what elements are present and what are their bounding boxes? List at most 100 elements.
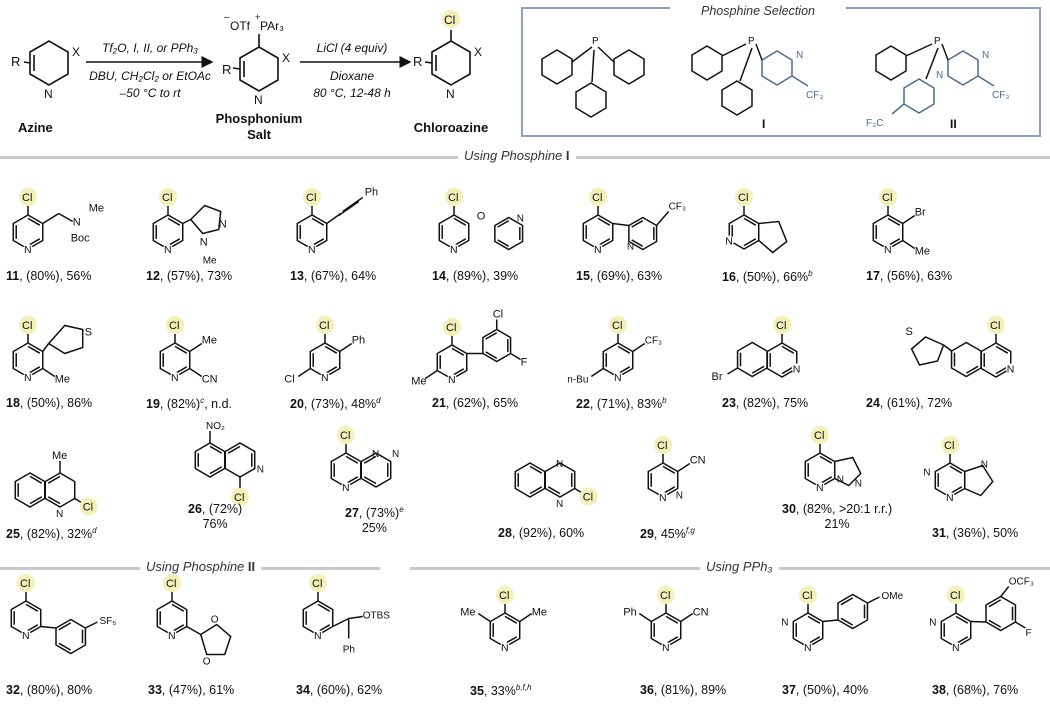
- compound-yield: , (72%): [201, 502, 243, 516]
- compound-yield-line2: 76%: [202, 517, 228, 531]
- compound-number: 23: [722, 396, 736, 410]
- compound-label-18: 18, (50%), 86%: [6, 396, 92, 410]
- svg-text:Cl: Cl: [22, 192, 32, 204]
- compound-yield: , (92%), 60%: [511, 526, 585, 540]
- svg-text:Cl: Cl: [284, 374, 294, 386]
- svg-text:Br: Br: [712, 371, 723, 383]
- compound-yield: , (50%), 40%: [795, 683, 869, 697]
- svg-text:Cl: Cl: [340, 430, 350, 442]
- svg-text:Cl: Cl: [20, 578, 30, 590]
- svg-text:N: N: [164, 244, 172, 256]
- compound-label-14: 14, (89%), 39%: [432, 269, 518, 283]
- svg-text:OCF₃: OCF₃: [1009, 577, 1034, 588]
- compound-yield: , (82%): [159, 397, 201, 412]
- compound-yield: , (56%), 63%: [879, 269, 953, 283]
- svg-text:P: P: [748, 36, 755, 47]
- compound-label-23: 23, (82%), 75%: [722, 396, 808, 410]
- compound-number: 32: [6, 683, 20, 697]
- compound-label-33: 33, (47%), 61%: [148, 683, 234, 697]
- compound-label-36: 36, (81%), 89%: [640, 683, 726, 697]
- svg-text:Ph: Ph: [623, 607, 636, 619]
- svg-text:N: N: [923, 468, 930, 479]
- compound-label-35: 35, 33%b,f,h: [470, 683, 531, 698]
- phosphonium-structure: R X N PAr₃ + OTf –: [222, 12, 290, 107]
- arrow1-top: Tf₂O, I, II, or PPh₃: [102, 41, 198, 55]
- compound-yield: , (80%), 56%: [19, 269, 92, 283]
- svg-text:N: N: [804, 642, 812, 654]
- compound-label-28: 28, (92%), 60%: [498, 526, 584, 540]
- svg-text:N: N: [793, 364, 801, 376]
- arrow2-top: LiCl (4 equiv): [317, 41, 388, 55]
- footnote-marker: b: [808, 269, 813, 278]
- svg-text:Br: Br: [915, 207, 926, 219]
- phosphine-title: Phosphine Selection: [701, 4, 815, 18]
- compound-yield-line2: 21%: [824, 517, 850, 531]
- svg-text:N: N: [372, 449, 379, 460]
- svg-text:Cl: Cl: [776, 320, 786, 332]
- azine-r: R: [11, 54, 20, 69]
- compound-yield: , (47%), 61%: [161, 683, 235, 697]
- svg-text:Cl: Cl: [738, 192, 748, 204]
- chloroazine-structure: Cl R X N: [413, 10, 482, 101]
- svg-text:Cl: Cl: [446, 322, 456, 334]
- svg-text:CN: CN: [690, 455, 706, 467]
- svg-text:Cl: Cl: [950, 590, 960, 602]
- svg-text:Me: Me: [460, 607, 475, 619]
- compound-label-26: 26, (72%)76%: [188, 502, 242, 532]
- svg-text:Cl: Cl: [882, 192, 892, 204]
- svg-text:O: O: [477, 211, 486, 223]
- compound-label-11: 11, (80%), 56%: [6, 269, 91, 283]
- compound-yield: , (50%), 66%: [735, 270, 809, 285]
- svg-text:Me: Me: [532, 607, 547, 619]
- compound-yield: , (50%), 86%: [19, 396, 93, 410]
- compound-label-16: 16, (50%), 66%b: [722, 269, 813, 284]
- svg-text:Ph: Ph: [343, 645, 355, 656]
- svg-text:Cl: Cl: [499, 590, 509, 602]
- svg-text:Cl: Cl: [319, 320, 329, 332]
- svg-text:N: N: [168, 630, 176, 642]
- svg-text:R: R: [413, 54, 422, 69]
- compound-yield: , (68%), 76%: [945, 683, 1019, 697]
- compound-label-24: 24, (61%), 72%: [866, 396, 952, 410]
- svg-text:N: N: [662, 642, 670, 654]
- azine-n: N: [44, 87, 53, 101]
- svg-text:Me: Me: [89, 203, 104, 215]
- svg-text:Me: Me: [55, 374, 70, 386]
- svg-text:N: N: [321, 372, 329, 384]
- compound-number: 38: [932, 683, 946, 697]
- compound-number: 19: [146, 397, 160, 412]
- svg-text:N: N: [56, 509, 63, 520]
- svg-text:X: X: [474, 45, 482, 59]
- compound-number: 30: [782, 502, 796, 516]
- svg-text:Cl: Cl: [802, 590, 812, 602]
- phosphine-I-structure: P N CF₃: [691, 36, 823, 116]
- svg-text:N: N: [22, 630, 30, 642]
- phosphine-I-label: I: [762, 117, 765, 131]
- section-phosphine-II: Using Phosphine II: [140, 559, 262, 574]
- svg-text:Cl: Cl: [22, 320, 32, 332]
- azine-x: X: [72, 45, 80, 59]
- svg-text:N: N: [659, 492, 667, 504]
- svg-text:Cl: Cl: [657, 440, 667, 452]
- compound-number: 27: [345, 506, 359, 521]
- svg-text:N: N: [392, 449, 399, 460]
- compound-label-32: 32, (80%), 80%: [6, 683, 92, 697]
- svg-text:Cl: Cl: [612, 320, 622, 332]
- svg-text:N: N: [556, 499, 563, 510]
- svg-text:N: N: [171, 372, 179, 384]
- pph3-structure: P: [541, 36, 645, 118]
- phosphine-II-structure: P N N F₃C CF₃: [866, 36, 1009, 129]
- compound-number: 18: [6, 396, 20, 410]
- svg-text:P: P: [934, 36, 941, 47]
